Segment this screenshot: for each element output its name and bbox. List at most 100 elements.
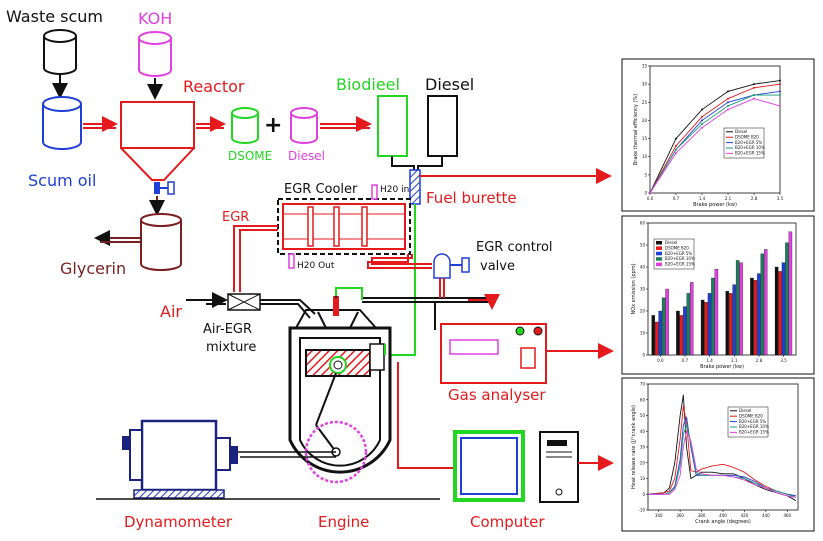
bar [658, 310, 662, 356]
data-point [727, 97, 729, 100]
x-tick-label: 340 [655, 513, 663, 518]
x-tick-label: 460 [783, 513, 791, 518]
egr-control-valve [433, 253, 470, 279]
x-tick-label: 2.8 [756, 358, 763, 363]
x-tick-label: 400 [719, 513, 727, 518]
x-axis-label: Brake power (kw) [700, 364, 744, 370]
legend-entry: B20+EGR 5% [665, 251, 692, 256]
series-line-4 [648, 430, 796, 498]
legend-entry: DSOME B20 [739, 413, 763, 418]
reactor [120, 101, 195, 195]
biodiesel-label: Biodieel [336, 75, 400, 94]
x-tick-label: 420 [741, 513, 749, 518]
scum-oil-container [42, 96, 82, 150]
data-point [779, 79, 781, 82]
series-line-0 [649, 80, 781, 194]
legend-swatch [656, 241, 662, 245]
data-point [727, 104, 729, 107]
series-line-1 [649, 83, 781, 194]
y-tick-label: 30 [642, 82, 648, 87]
legend-entry: B20+EGR 5% [735, 140, 762, 145]
data-point [727, 101, 729, 104]
x-tick-label: 1.4 [706, 358, 713, 363]
legend-entry: B20+EGR 15% [665, 262, 695, 267]
bar [661, 297, 666, 356]
y-tick-label: 0 [642, 353, 645, 358]
bar [760, 253, 765, 356]
dsome-label: DSOME [228, 149, 272, 163]
y-tick-label: 10 [640, 476, 646, 481]
y-tick-label: 0 [644, 191, 647, 196]
x-tick-label: 2.1 [731, 358, 738, 363]
data-point [779, 90, 781, 93]
data-point [753, 97, 755, 100]
data-point [701, 126, 703, 129]
bar [757, 273, 761, 356]
x-tick-label: 1.4 [699, 196, 706, 201]
bar [764, 249, 768, 356]
scum-oil-label: Scum oil [28, 171, 96, 190]
glycerin-label: Glycerin [60, 259, 126, 278]
bar [735, 260, 740, 356]
fuel-burette-label: Fuel burette [426, 189, 517, 207]
air-label: Air [160, 302, 182, 321]
bar [707, 293, 712, 356]
legend-entry: Diesel [735, 129, 747, 134]
air-egr-mixer [227, 293, 261, 311]
engine-to-computer-line [397, 362, 458, 469]
legend-swatch [656, 246, 662, 250]
y-tick-label: 20 [640, 309, 646, 314]
x-tick-label: 2.8 [751, 196, 758, 201]
legend-entry: Diesel [739, 408, 751, 413]
y-tick-label: 0 [642, 492, 645, 497]
legend-entry: DSOME B20 [735, 134, 759, 139]
bar [679, 315, 684, 356]
data-point [727, 90, 729, 93]
legend-entry: B20+EGR 10% [735, 145, 765, 150]
bar [676, 310, 680, 356]
x-axis-label: Crank angle (degrees) [695, 519, 751, 525]
legend-entry: B20+EGR 10% [739, 424, 769, 429]
series-line-4 [649, 98, 781, 194]
data-point [727, 108, 729, 111]
data-point [779, 94, 781, 97]
series-line-1 [647, 405, 796, 497]
air-egr-label-1: Air-EGR [203, 322, 252, 337]
egr-line [233, 225, 278, 292]
bar [781, 262, 786, 356]
egr-label: EGR [222, 210, 249, 225]
legend-swatch [656, 251, 662, 256]
bar [651, 315, 656, 356]
bar [739, 262, 743, 356]
data-point [675, 144, 677, 147]
x-tick-label: 0.0 [647, 196, 654, 201]
fuel-burette [409, 169, 421, 205]
bar [704, 302, 708, 356]
bar [753, 280, 758, 356]
plot-area [649, 65, 781, 194]
y-tick-label: 35 [642, 64, 648, 69]
data-point [701, 115, 703, 118]
data-point [779, 83, 781, 86]
legend-entry: B20+EGR 5% [739, 419, 766, 424]
legend-swatch [656, 262, 662, 267]
chart-frame [621, 377, 815, 532]
y-tick-label: 40 [640, 265, 646, 270]
bar [700, 299, 705, 356]
data-point [675, 148, 677, 151]
legend-entry: B20+EGR 15% [739, 430, 769, 435]
x-tick-label: 2.1 [725, 196, 732, 201]
engine-label: Engine [318, 513, 369, 531]
y-tick-label: 60 [640, 221, 646, 226]
y-tick-label: 5 [644, 172, 647, 177]
y-tick-label: 25 [642, 100, 648, 105]
data-point [701, 123, 703, 126]
data-point [675, 137, 677, 140]
y-tick-label: 40 [640, 429, 646, 434]
bar [725, 291, 730, 356]
diesel-small-container [290, 107, 318, 144]
x-tick-label: 0.7 [673, 196, 680, 201]
